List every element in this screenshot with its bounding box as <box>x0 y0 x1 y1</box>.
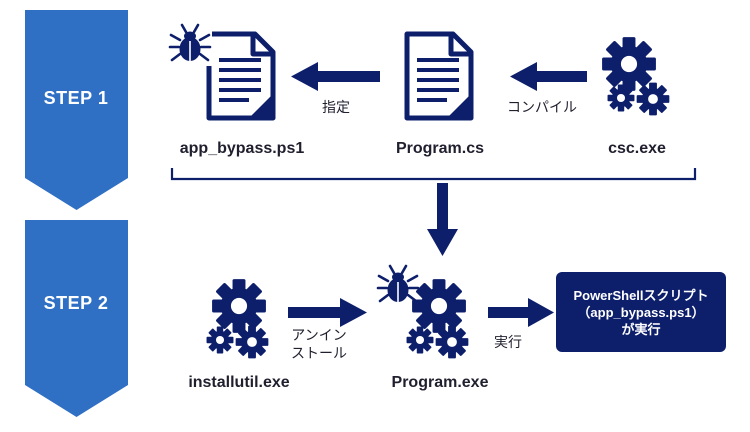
arrow-down <box>427 183 458 256</box>
node-label-app-bypass: app_bypass.ps1 <box>179 140 305 157</box>
result-line-2: （app_bypass.ps1） <box>577 304 705 320</box>
node-label-program-exe: Program.exe <box>391 374 489 391</box>
step-2-label: STEP 2 <box>43 293 109 313</box>
gears-icon <box>206 279 269 359</box>
gears-icon <box>602 37 670 116</box>
step-1-band <box>25 10 128 210</box>
step-1-bracket <box>170 168 697 181</box>
node-label-csc: csc.exe <box>608 140 666 157</box>
result-line-1: PowerShellスクリプト <box>573 287 709 303</box>
edge-label-specify: 指定 <box>322 99 350 115</box>
step-2-band <box>25 220 128 417</box>
arrow-specify <box>291 62 380 91</box>
result-box: PowerShellスクリプト （app_bypass.ps1） が実行 <box>556 272 726 352</box>
result-line-3: が実行 <box>621 321 661 337</box>
malicious-document-icon <box>168 22 273 118</box>
node-label-installutil: installutil.exe <box>188 374 290 391</box>
arrow-execute <box>488 298 554 327</box>
edge-label-uninstall-line-1: アンイン <box>291 327 347 343</box>
node-label-program-cs: Program.cs <box>395 140 485 157</box>
step-1-label: STEP 1 <box>43 88 109 108</box>
malicious-gears-icon <box>376 264 469 359</box>
edge-label-compile: コンパイル <box>507 99 577 115</box>
document-icon <box>407 34 471 118</box>
arrow-compile <box>510 62 587 91</box>
edge-label-execute: 実行 <box>494 334 522 350</box>
arrow-uninstall <box>288 298 367 327</box>
edge-label-uninstall-line-2: ストール <box>291 345 347 361</box>
edge-label-uninstall: アンイン ストール <box>290 326 348 362</box>
